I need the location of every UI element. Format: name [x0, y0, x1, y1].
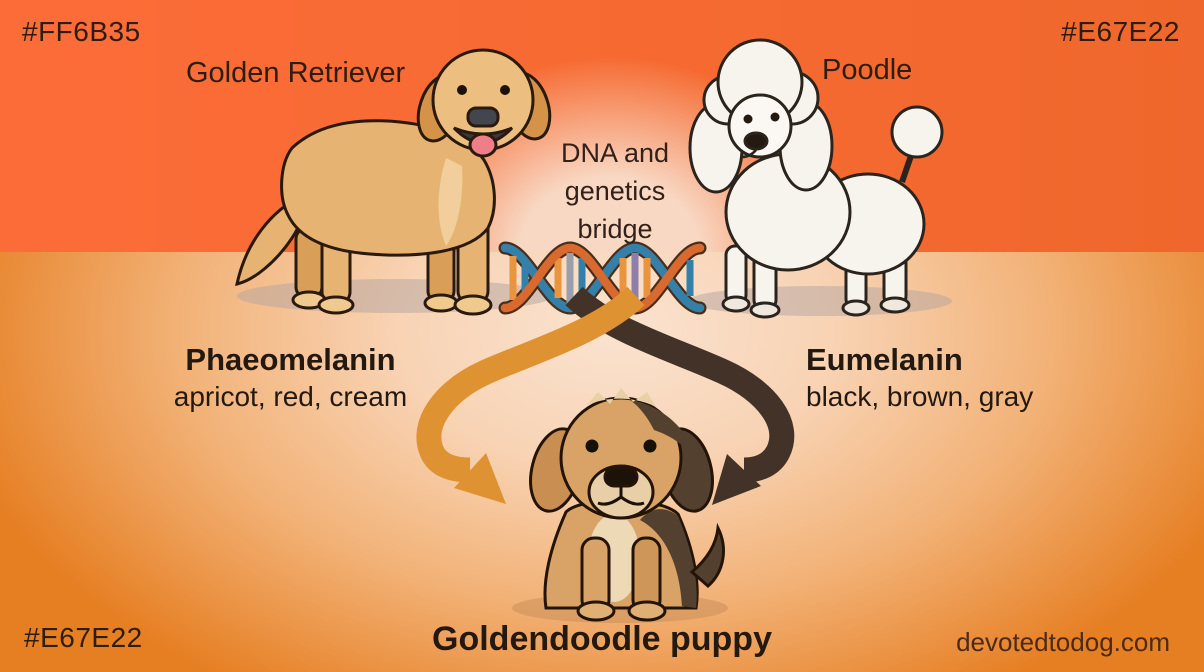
puppy-paw: [627, 600, 667, 622]
poodle-eye: [743, 114, 753, 124]
eumelanin-arrow: [565, 286, 795, 505]
dna-bridge-label: DNA and genetics bridge: [560, 138, 670, 244]
puppy-eye: [643, 439, 657, 453]
retriever-eye: [500, 85, 510, 95]
top-orange-band: [0, 0, 1204, 252]
dna-helix-illustration: [498, 241, 707, 315]
poodle-label: Poodle: [822, 54, 913, 86]
puppy-tail: [689, 522, 725, 588]
phaeomelanin-colors: apricot, red, cream: [173, 381, 408, 412]
puppy-head-tuft: [586, 388, 656, 407]
hex-code-top-right: #E67E22: [1061, 16, 1180, 47]
puppy-head-dark-patch: [630, 400, 699, 466]
poodle-paw: [749, 301, 781, 319]
hex-code-top-left: #FF6B35: [22, 16, 141, 47]
retriever-paw: [453, 294, 493, 316]
puppy-paw: [576, 600, 616, 622]
phaeomelanin-arrow-body: [416, 286, 645, 483]
goldendoodle-puppy-label: Goldendoodle puppy: [432, 620, 772, 658]
retriever-nose: [466, 106, 500, 128]
retriever-tongue: [468, 132, 498, 158]
puppy-body-dark-patch: [640, 509, 697, 608]
golden-retriever-illustration: [235, 48, 552, 316]
poodle-paw: [721, 295, 751, 313]
poodle-eye: [770, 112, 780, 122]
retriever-eye: [457, 85, 467, 95]
poodle-paw: [841, 299, 871, 317]
poodle-tail-pom: [890, 105, 944, 159]
phaeomelanin-arrowhead: [454, 453, 506, 504]
phaeomelanin-arrow: [416, 286, 645, 504]
poodle-front-leg-far: [724, 244, 748, 306]
hex-code-bottom-left: #E67E22: [24, 622, 143, 653]
watermark-text: devotedtodog.com: [956, 627, 1170, 657]
goldendoodle-puppy-illustration: [529, 388, 725, 622]
dna-strand-orange: [500, 243, 705, 313]
golden-retriever-label: Golden Retriever: [186, 57, 406, 89]
poodle-nose: [743, 131, 769, 151]
poodle-mouth: [741, 149, 757, 159]
eumelanin-arrowhead: [712, 454, 761, 505]
phaeomelanin-title: Phaeomelanin: [185, 342, 396, 377]
puppy-nose: [603, 466, 639, 488]
retriever-paw: [317, 295, 355, 315]
retriever-paw: [423, 293, 459, 313]
poodle-paw: [879, 296, 911, 314]
retriever-chest-fluff: [438, 158, 463, 246]
puppy-mouth: [597, 486, 645, 506]
puppy-eye: [585, 439, 599, 453]
eumelanin-title: Eumelanin: [806, 342, 963, 377]
poodle-illustration: [688, 38, 944, 319]
eumelanin-arrow-body: [565, 286, 795, 483]
eumelanin-colors: black, brown, gray: [806, 381, 1034, 412]
